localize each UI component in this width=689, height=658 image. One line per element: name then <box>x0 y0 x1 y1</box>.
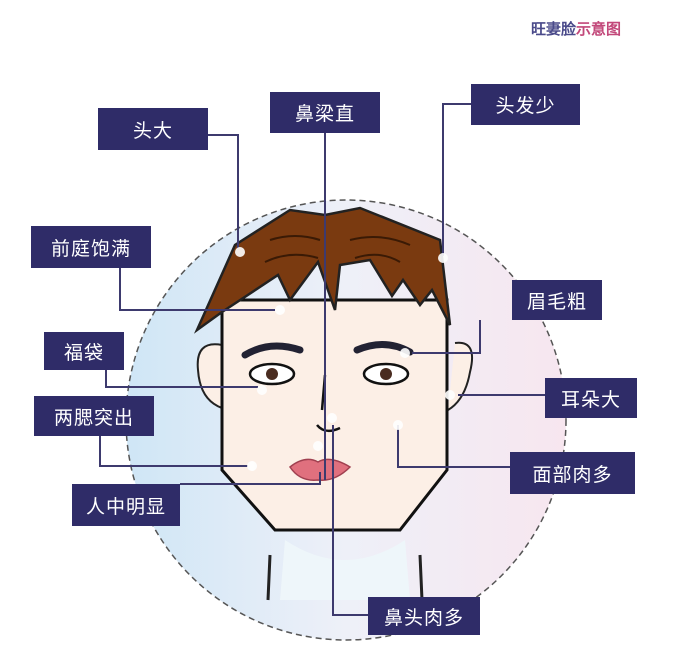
label-less-hair: 头发少 <box>471 84 580 125</box>
collar <box>280 540 410 600</box>
diagram-title: 旺妻脸示意图 <box>531 18 621 39</box>
left-ear <box>196 343 223 409</box>
label-eyebrows: 眉毛粗 <box>512 280 602 320</box>
neck <box>266 554 424 601</box>
lips <box>288 458 352 481</box>
label-nose-tip: 鼻头肉多 <box>368 597 480 635</box>
label-eye-bags: 福袋 <box>44 332 124 370</box>
label-head-big: 头大 <box>98 108 208 150</box>
title-part2: 示意图 <box>576 20 622 38</box>
label-nose-bridge: 鼻梁直 <box>270 92 380 133</box>
label-cheeks: 两腮突出 <box>34 396 154 436</box>
label-philtrum: 人中明显 <box>72 484 180 526</box>
label-ears: 耳朵大 <box>545 378 637 418</box>
label-forehead: 前庭饱满 <box>31 226 151 268</box>
leader-lines <box>99 103 545 616</box>
label-face-flesh: 面部肉多 <box>510 452 635 494</box>
marker-dots <box>235 247 455 471</box>
left-eyebrow <box>241 342 304 359</box>
title-part1: 旺妻脸 <box>531 20 577 38</box>
